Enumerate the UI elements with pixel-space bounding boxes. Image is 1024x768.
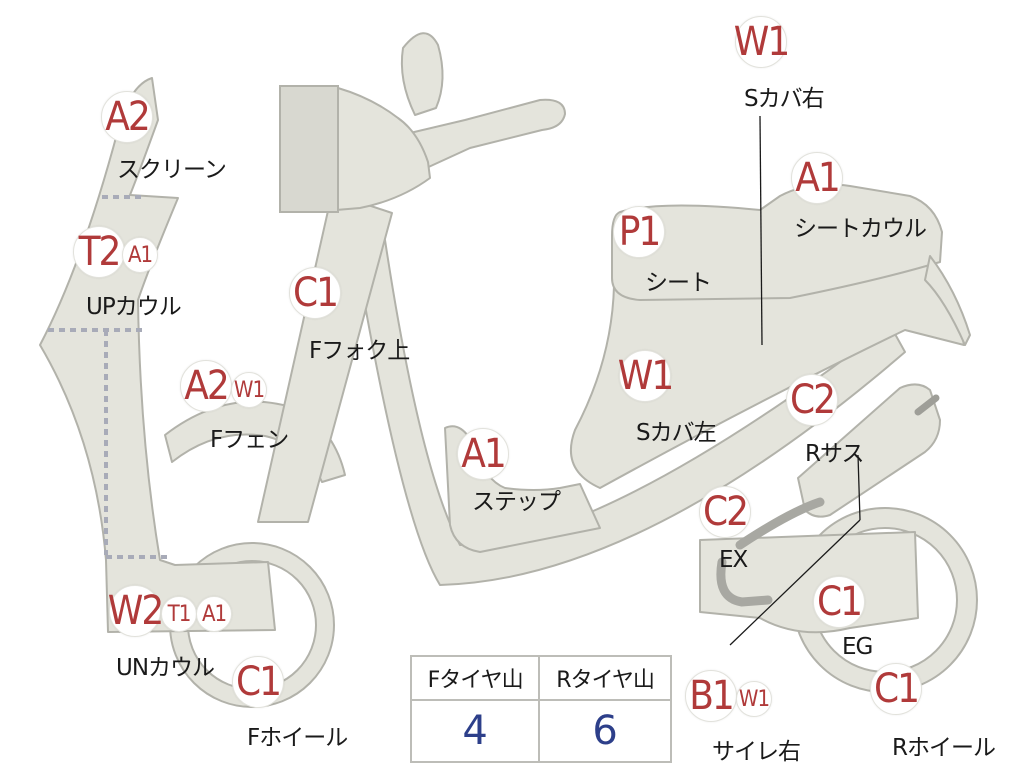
label-muffler: サイレ右: [712, 739, 801, 765]
rear-suspension-shape: [797, 383, 941, 518]
badge-scover-left: W1: [618, 350, 674, 402]
label-seatcowl: シートカウル: [794, 216, 927, 242]
badge-fwheel: C1: [232, 656, 284, 708]
badge-upcowl-main: T2: [73, 226, 125, 278]
badge-ffender-sub: W1: [231, 372, 267, 408]
badge-screen: A2: [101, 91, 153, 143]
front-fork-shape: [257, 192, 393, 523]
handlebar-shape: [409, 98, 566, 171]
front-tire-header: Fタイヤ山: [409, 655, 541, 701]
badge-eg: C1: [813, 576, 865, 628]
badge-seatcowl: A1: [791, 152, 843, 204]
exhaust-pipe-shape: [716, 497, 825, 607]
badge-seat: P1: [613, 206, 665, 258]
label-step: ステップ: [472, 489, 561, 515]
badge-rwheel: C1: [870, 663, 922, 715]
rear-shock-rod: [914, 394, 940, 416]
seat-cowl-tail-shape: [924, 255, 971, 346]
badge-ffender-main: A2: [180, 360, 232, 412]
badge-upcowl-sub: A1: [122, 237, 158, 273]
label-uncowl: UNカウル: [116, 655, 215, 681]
label-screen: スクリーン: [117, 157, 227, 183]
label-rsus: Rサス: [805, 441, 865, 467]
badge-uncowl-sub1: T1: [161, 596, 197, 632]
label-scover-right: Sカバ右: [744, 86, 825, 112]
badge-muffler-main: B1: [685, 670, 737, 722]
tire-table-value-row: 4 6: [409, 699, 672, 763]
seat-shape: [611, 183, 943, 301]
label-fwheel: Fホイール: [247, 725, 348, 751]
tire-table-header-row: Fタイヤ山 Rタイヤ山: [409, 655, 672, 701]
label-ffork: Fフォク上: [309, 338, 410, 364]
tire-tread-table: Fタイヤ山 Rタイヤ山 4 6: [409, 655, 672, 763]
panel-dashed-lines: [48, 195, 172, 559]
label-upcowl: UPカウル: [86, 294, 182, 320]
badge-scover-right: W1: [734, 16, 790, 68]
headlight-top-shape: [400, 32, 444, 116]
badge-ffork: C1: [289, 267, 341, 319]
badge-uncowl-main: W2: [108, 585, 164, 637]
badge-ex: C2: [699, 486, 751, 538]
front-cowl-shape: [39, 77, 276, 633]
label-eg: EG: [842, 634, 873, 660]
label-rwheel: Rホイール: [892, 735, 996, 761]
badge-muffler-sub: W1: [736, 681, 772, 717]
label-seat: シート: [645, 270, 712, 296]
leader-lines: [729, 115, 861, 646]
head-cap-shape: [279, 85, 339, 213]
badge-rsus: C2: [786, 374, 838, 426]
label-ex: EX: [719, 547, 748, 573]
rear-tire-header: Rタイヤ山: [538, 655, 672, 701]
rear-tire-value: 6: [538, 699, 672, 763]
label-ffender: Fフェン: [210, 427, 289, 453]
badge-step: A1: [457, 428, 509, 480]
badge-uncowl-sub2: A1: [196, 596, 232, 632]
label-scover-left: Sカバ左: [636, 420, 717, 446]
front-tire-value: 4: [409, 699, 541, 763]
